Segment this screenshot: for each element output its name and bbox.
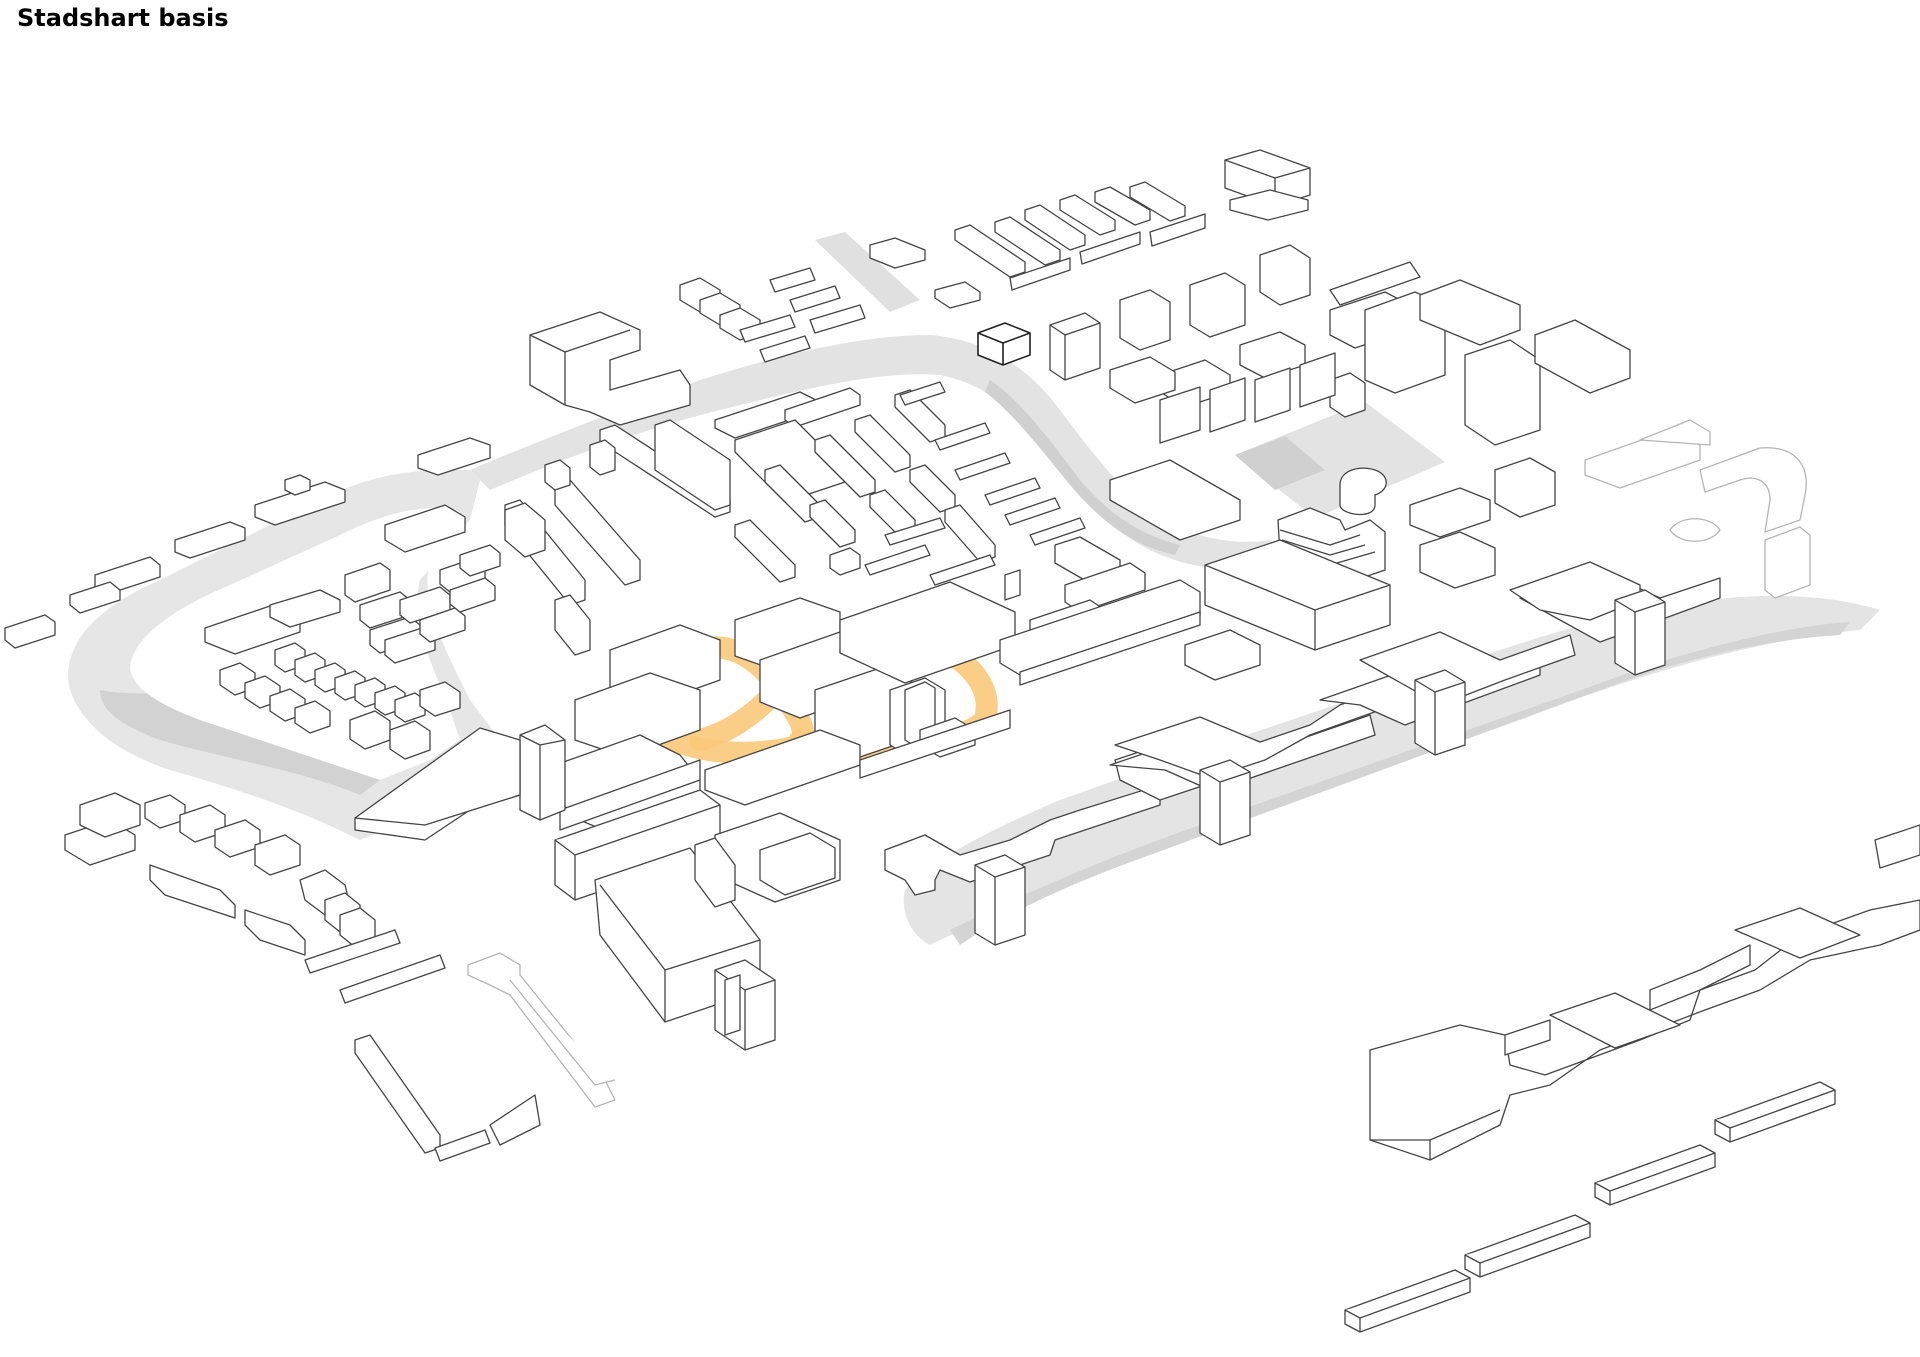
page-title: Stadshart basis	[17, 4, 229, 32]
plaza-zone	[1235, 402, 1445, 518]
building-cluster-east	[1049, 244, 1411, 444]
building-centre-mall	[554, 579, 1201, 836]
building-slabs-centre-north	[504, 381, 1086, 656]
plaza-dark	[1235, 436, 1325, 490]
building-towers-south	[974, 589, 1666, 946]
building-courtyard-nw	[529, 311, 691, 426]
building-rows-west	[4, 437, 491, 649]
north-green-strip	[815, 232, 920, 312]
building-dark-tower	[977, 322, 1031, 366]
canal-dark-strip	[985, 380, 1180, 555]
building-round-tower	[1339, 467, 1387, 516]
building-block-east-mid	[1204, 457, 1556, 651]
buildings	[4, 149, 1920, 1333]
building-park-interior	[204, 504, 501, 760]
building-complex-east	[1329, 261, 1631, 446]
building-faded-slab	[467, 952, 616, 1108]
building-row-north	[954, 181, 1206, 291]
building-wedge-west	[354, 727, 521, 841]
building-south-centre	[554, 789, 841, 1051]
west-park-zone-inner	[100, 690, 380, 795]
building-complex-far-east	[1584, 419, 1811, 599]
building-houses-south-west	[64, 792, 541, 1162]
building-tower-west	[519, 724, 566, 821]
building-slabs-south-east	[1344, 1081, 1836, 1333]
building-large-south-east	[1369, 824, 1920, 1161]
building-cluster-north-west	[679, 237, 981, 363]
building-ne-1	[1224, 149, 1311, 221]
